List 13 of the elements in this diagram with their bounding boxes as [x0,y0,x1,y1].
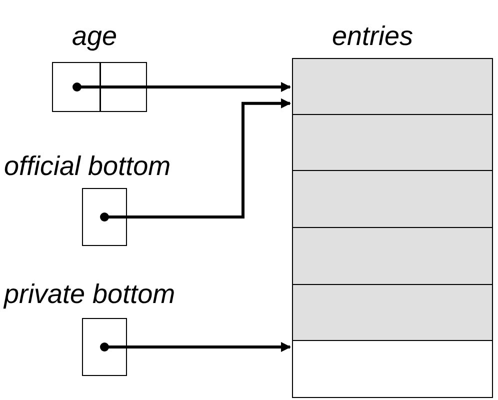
array-cell [292,284,493,342]
array-cell [292,58,493,115]
pointer-arrow [72,82,291,92]
variable-name: official bottom [4,150,171,182]
pointer-arrow [100,342,291,352]
variable-name: entries [332,20,414,52]
array-cell [292,114,493,172]
array-cell [292,228,493,285]
array-cell [292,341,493,398]
pointer-arrow [100,98,291,222]
variable-name: private bottom [4,278,176,310]
variable-name: age [72,20,118,52]
array-cell [292,171,493,228]
